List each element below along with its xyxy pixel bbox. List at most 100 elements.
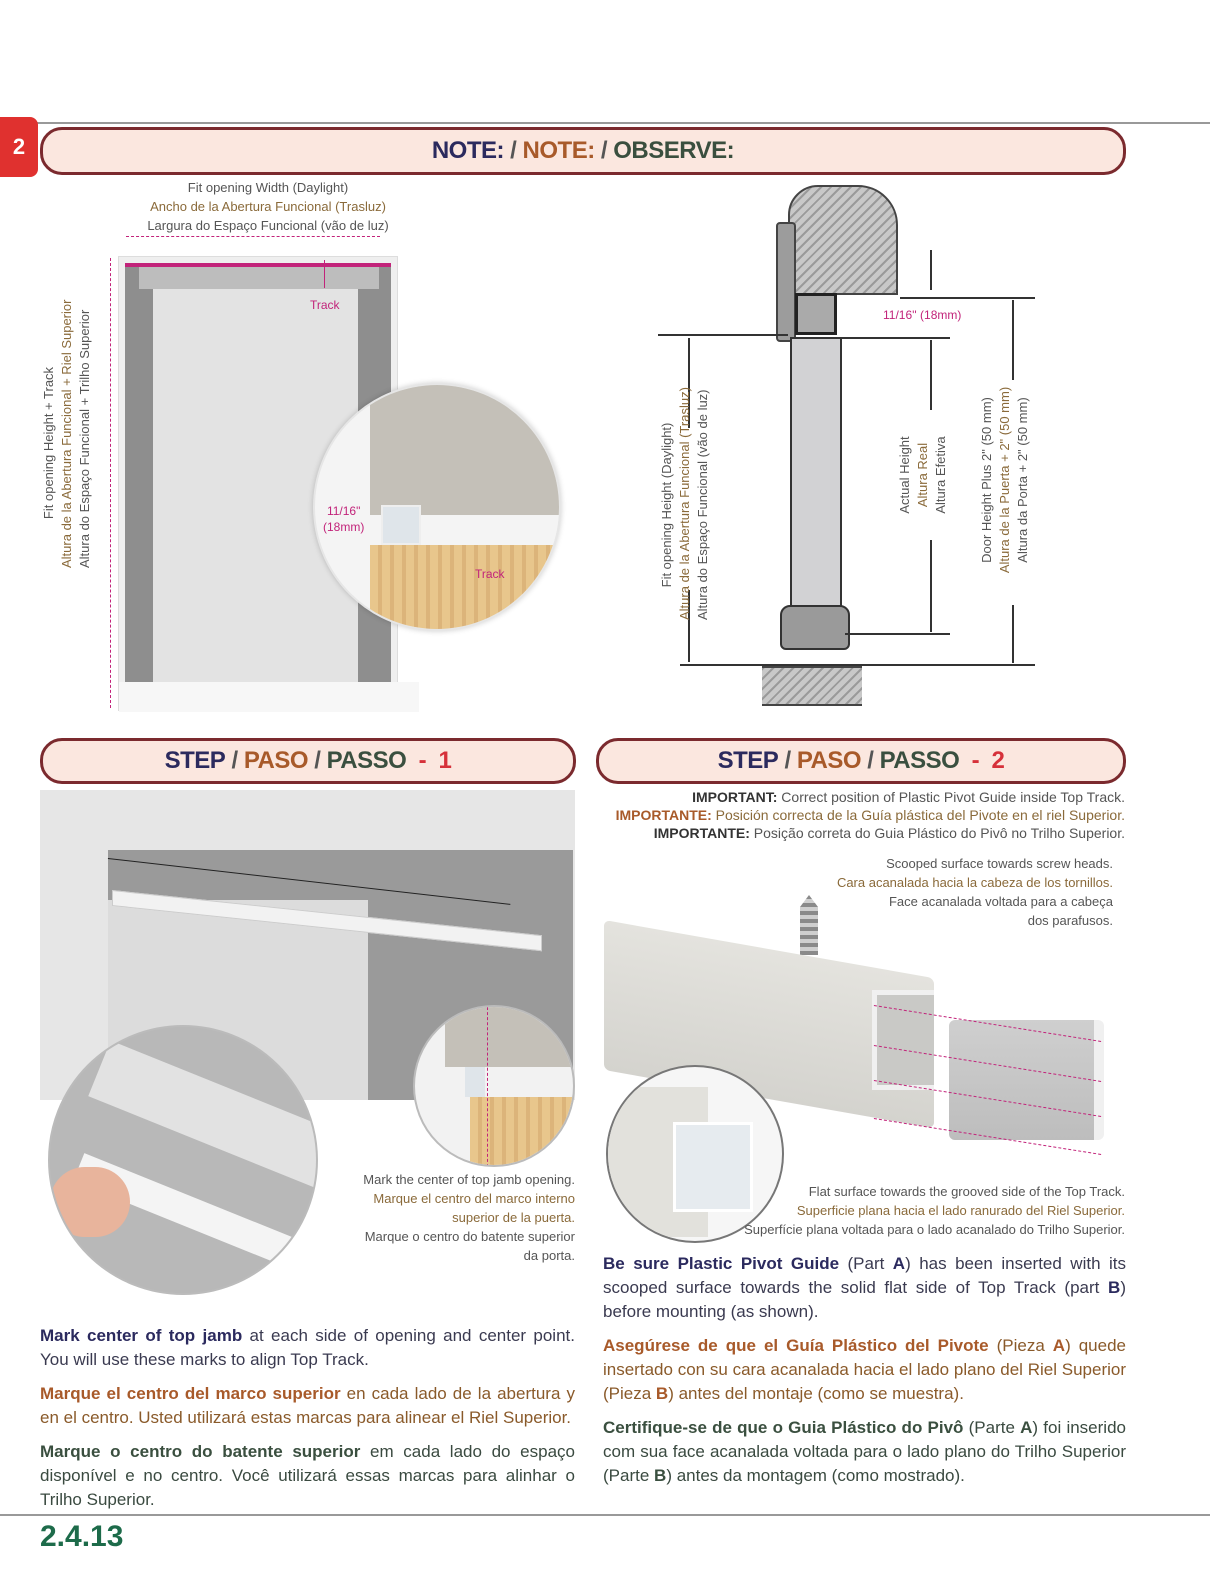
page-number: 2.4.13	[40, 1520, 124, 1553]
note-en: NOTE:	[431, 137, 505, 164]
floor	[762, 666, 862, 706]
dimension-arrow	[930, 340, 932, 410]
important-label: IMPORTANT:	[692, 789, 778, 805]
step1-instruction-pt: Marque o centro do batente superior em c…	[40, 1440, 575, 1512]
callout-pt-cont: da porta.	[523, 1248, 575, 1263]
bottom-rule	[0, 1514, 1210, 1516]
hand	[50, 1167, 130, 1237]
text: (Parte	[963, 1418, 1021, 1437]
opening-height-pt: Altura do Espaço Funcional (vão de luz)	[695, 389, 710, 620]
opening-figure: Fit opening Width (Daylight) Ancho de la…	[38, 178, 578, 733]
dimension-arrow	[1012, 605, 1014, 663]
step2-es: PASO	[796, 747, 862, 774]
step1-en: STEP	[164, 747, 226, 774]
separator: /	[778, 747, 797, 774]
callout-es: Marque el centro del marco interno	[373, 1191, 575, 1206]
section-tab: 2	[0, 117, 38, 177]
track-label: Track	[310, 298, 340, 312]
bold-lead: Be sure Plastic Pivot Guide	[603, 1254, 840, 1273]
step2-pt: PASSO	[879, 747, 960, 774]
important-label: IMPORTANTE:	[653, 825, 750, 841]
dimension-arrow	[688, 338, 690, 428]
step1-banner: STEP / PASO / PASSO - 1	[40, 738, 576, 784]
step1-es: PASO	[243, 747, 309, 774]
text: ) foi inserido com sua face acanalada vo…	[603, 1418, 1126, 1485]
step2-banner: STEP / PASO / PASSO - 2	[596, 738, 1126, 784]
step1-callout: Mark the center of top jamb opening. Mar…	[340, 1170, 575, 1265]
part-a: A	[892, 1254, 906, 1273]
height-label: Fit opening Height + Track Altura de la …	[40, 300, 94, 568]
bold-lead: Mark center of top jamb	[40, 1326, 243, 1345]
flat-pt: Superfície plana voltada para o lado aca…	[744, 1222, 1125, 1237]
separator: /	[225, 747, 244, 774]
step2-important: IMPORTANT: Correct position of Plastic P…	[600, 788, 1125, 842]
actual-height-pt: Altura Efetiva	[933, 436, 948, 514]
text: ) antes del montaje (como se muestra).	[668, 1384, 964, 1403]
dimension-arrow	[930, 540, 932, 632]
door-height-label: Door Height Plus 2" (50 mm) Altura de la…	[978, 380, 1032, 580]
header-line	[900, 297, 1035, 299]
center-detail-circle	[413, 1005, 575, 1167]
track-opening	[872, 990, 934, 1090]
door-leaf	[790, 337, 842, 612]
text: ) has been inserted with its scooped sur…	[603, 1254, 1126, 1297]
flat-en: Flat surface towards the grooved side of…	[808, 1184, 1125, 1199]
step2-instruction-pt: Certifique-se de que o Guia Plástico do …	[603, 1416, 1126, 1488]
important-label: IMPORTANTE:	[615, 807, 712, 823]
text: ) before mounting (as shown).	[603, 1278, 1126, 1321]
important-text: Correct position of Plastic Pivot Guide …	[777, 789, 1125, 805]
step1-instruction-es: Marque el centro del marco superior en c…	[40, 1382, 575, 1430]
step2-illustration	[604, 890, 1124, 1250]
callout-es-cont: superior de la puerta.	[452, 1210, 575, 1225]
top-rule	[0, 122, 1210, 124]
step1-instruction-en: Mark center of top jamb at each side of …	[40, 1324, 575, 1372]
separator: /	[861, 747, 880, 774]
gap-label: 11/16'' (18mm)	[883, 308, 962, 322]
scooped-pt: Face acanalada voltada para a cabeça	[888, 894, 1113, 909]
step1-number: 1	[438, 747, 452, 774]
bold-lead: Asegúrese de que el Guía Plástico del Pi…	[603, 1336, 989, 1355]
opening-height-en: Fit opening Height (Daylight)	[659, 422, 674, 588]
floor-line	[680, 664, 1035, 666]
flat-es: Superficie plana hacia el lado ranurado …	[796, 1203, 1125, 1218]
bold-lead: Marque o centro do batente superior	[40, 1442, 361, 1461]
detail-track-label: Track	[475, 567, 505, 581]
track-profile	[795, 293, 837, 335]
screw-icon	[800, 895, 818, 955]
part-b: B	[654, 1466, 667, 1485]
track-line	[125, 263, 391, 267]
door-bottom-line	[845, 633, 950, 635]
bold-lead: Marque el centro del marco superior	[40, 1384, 341, 1403]
important-text: Posición correcta de la Guía plástica de…	[711, 807, 1125, 823]
part-a: A	[1052, 1336, 1066, 1355]
door-height-pt: Altura da Porta + 2" (50 mm)	[1015, 397, 1030, 563]
step2-instruction-es: Asegúrese de que el Guía Plástico del Pi…	[603, 1334, 1126, 1406]
actual-height-es: Altura Real	[915, 442, 930, 508]
flat-callout: Flat surface towards the grooved side of…	[720, 1182, 1125, 1239]
scooped-es: Cara acanalada hacia la cabeza de los to…	[836, 875, 1113, 890]
step2-number: 2	[991, 747, 1005, 774]
door-height-en: Door Height Plus 2" (50 mm)	[979, 397, 994, 563]
door-height-es: Altura de la Puerta + 2" (50 mm)	[997, 386, 1012, 574]
width-label: Fit opening Width (Daylight) Ancho de la…	[98, 178, 438, 235]
section-number: 2	[12, 134, 26, 159]
track-bracket	[776, 222, 796, 342]
actual-height-label: Actual Height Altura Real Altura Efetiva	[896, 430, 950, 520]
callout-pt: Marque o centro do batente superior	[364, 1229, 575, 1244]
door-top-line	[840, 337, 950, 339]
scooped-callout: Scooped surface towards screw heads. Car…	[800, 854, 1113, 930]
text: (Pieza	[988, 1336, 1053, 1355]
part-b: B	[655, 1384, 669, 1403]
separator: -	[406, 747, 439, 774]
step1-pt: PASSO	[326, 747, 407, 774]
dimension-arrow	[1012, 300, 1014, 380]
width-label-pt: Largura do Espaço Funcional (vão de luz)	[147, 218, 389, 233]
text: at each side of opening and center point…	[40, 1326, 575, 1369]
width-label-es: Ancho de la Abertura Funcional (Trasluz)	[150, 199, 386, 214]
marking-detail-circle	[48, 1025, 318, 1295]
track-detail-circle: 11/16" (18mm) Track	[313, 383, 561, 631]
pivot-guide-part-a	[949, 1020, 1104, 1140]
step2-instruction-en: Be sure Plastic Pivot Guide (Part A) has…	[603, 1252, 1126, 1324]
step2-en: STEP	[717, 747, 779, 774]
text: ) quede insertado con su cara acanalada …	[603, 1336, 1126, 1403]
